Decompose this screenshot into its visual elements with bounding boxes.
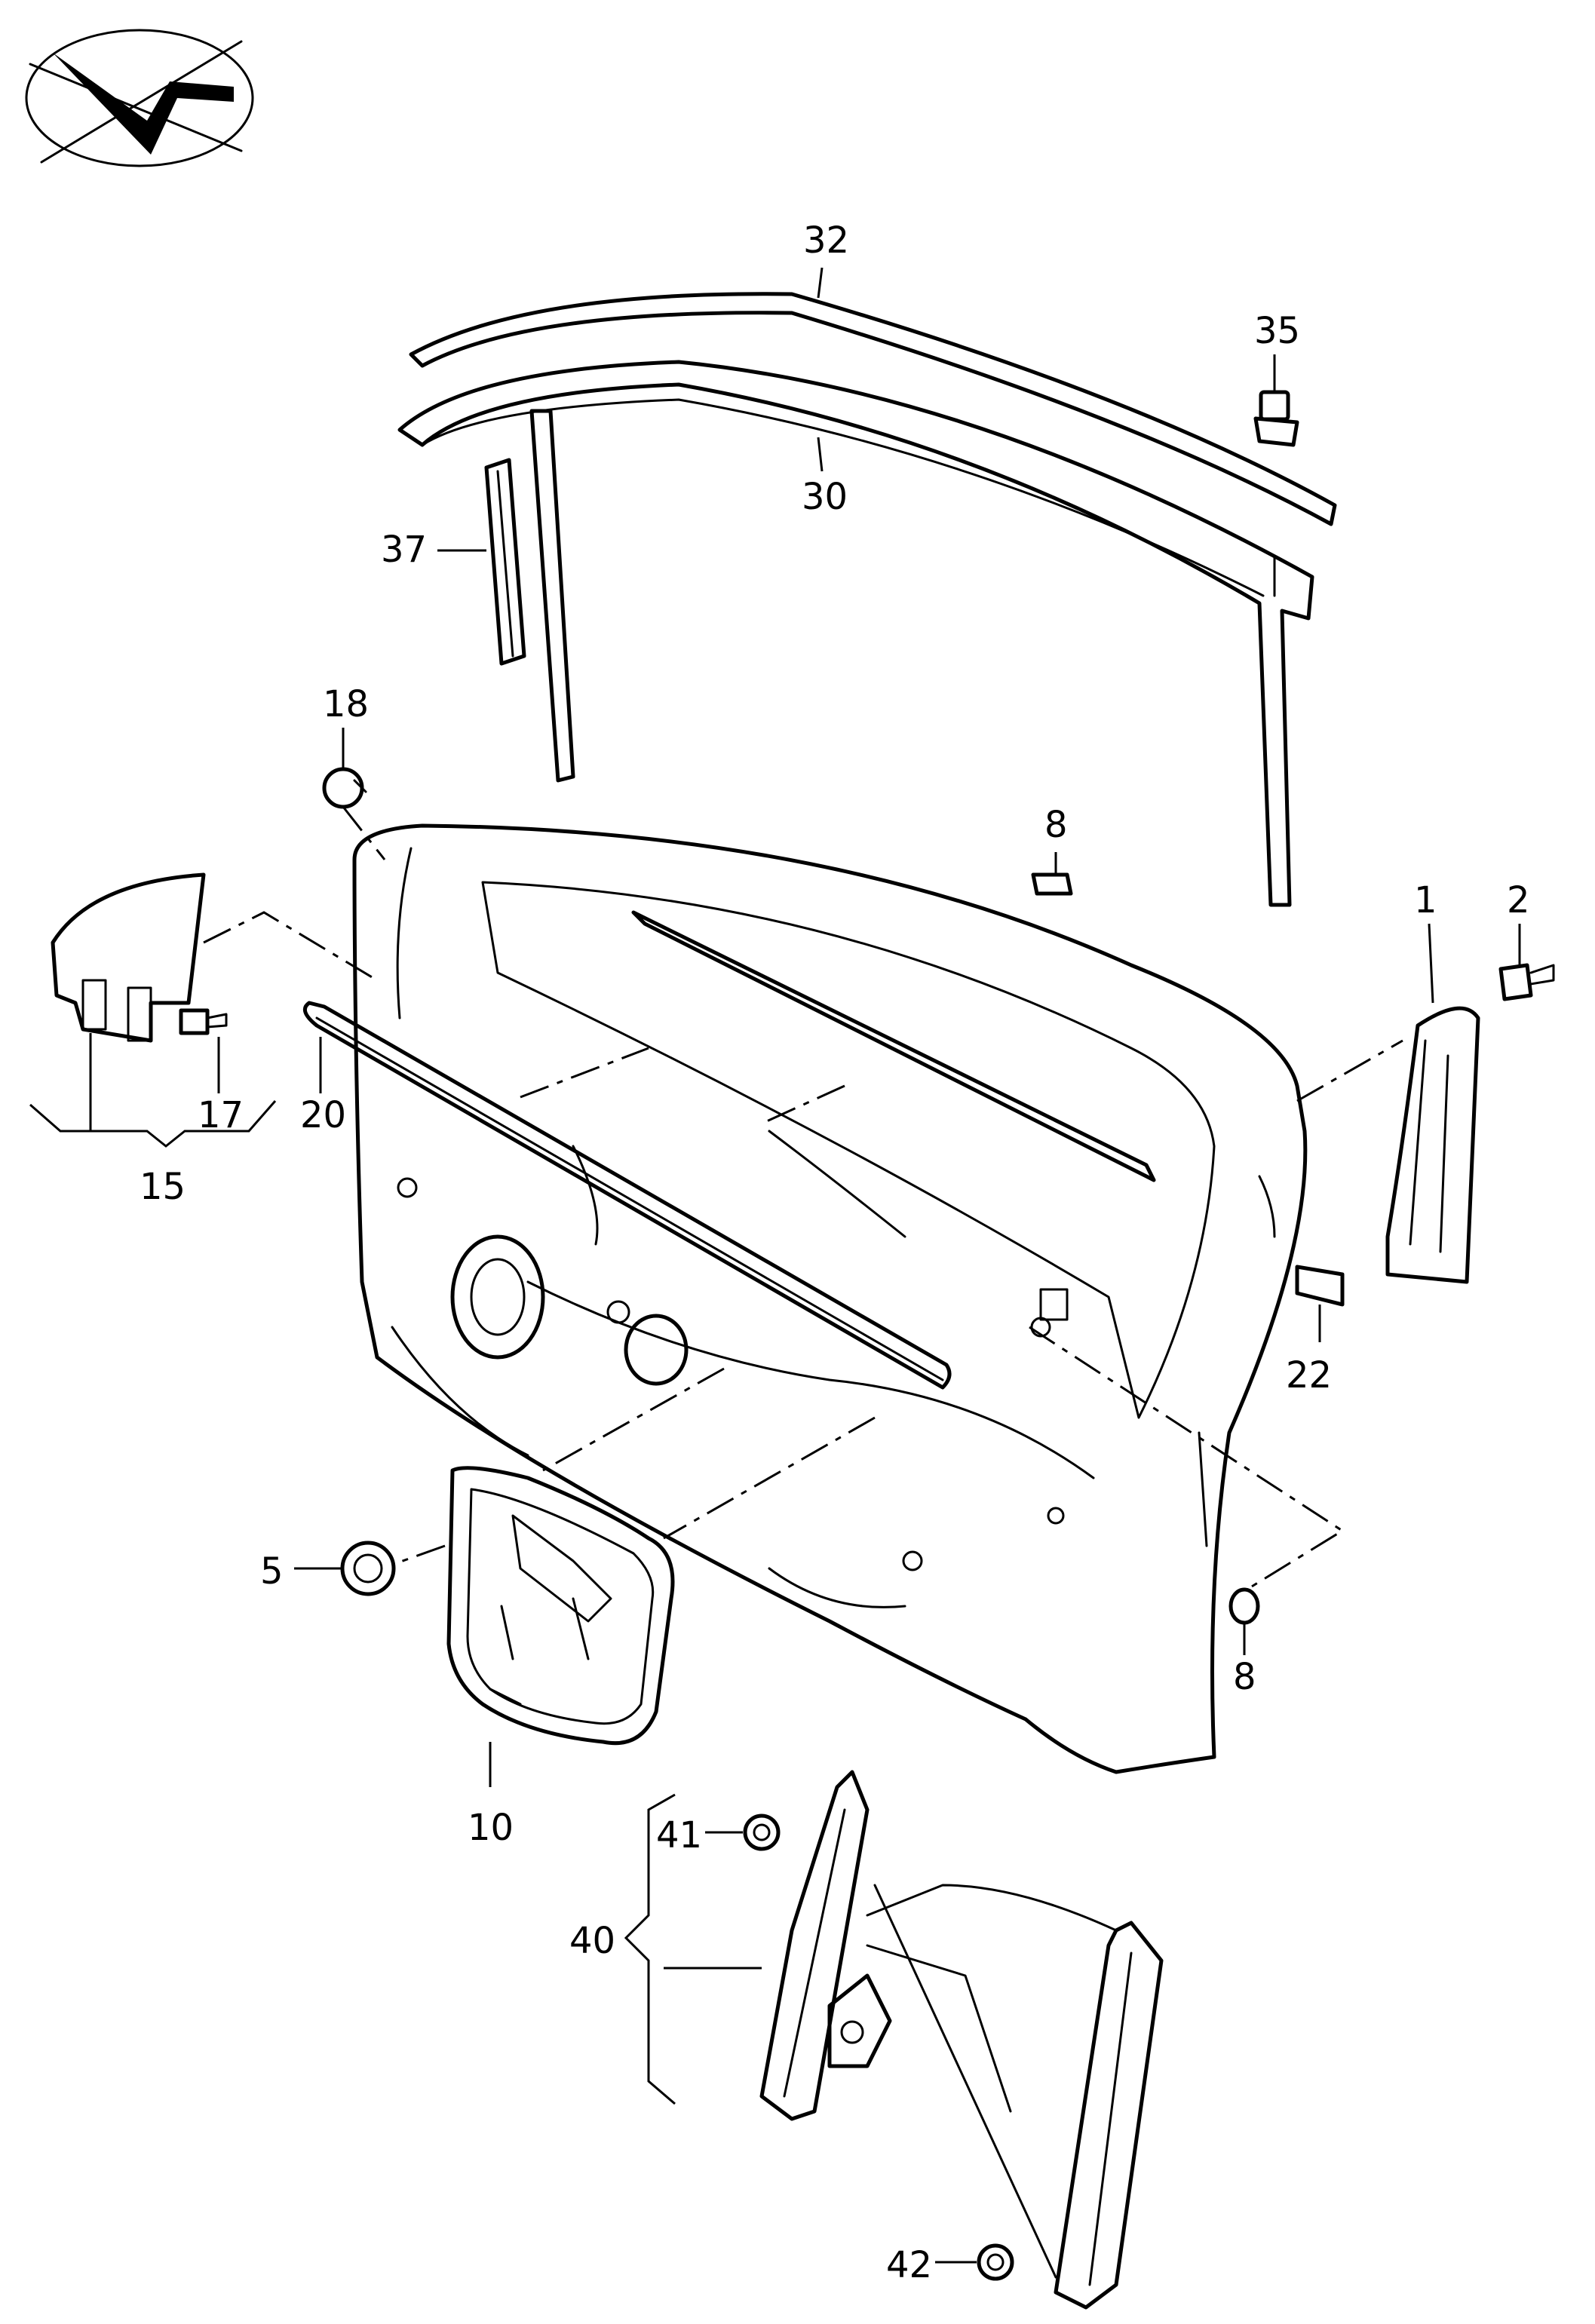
roof-trim-32 <box>409 292 1337 526</box>
callout-1: 1 <box>1414 879 1437 921</box>
vertical-seal-37 <box>484 458 526 666</box>
plug-8-bottom <box>1228 1587 1260 1625</box>
clip-35 <box>1253 390 1299 447</box>
callout-18: 18 <box>323 683 369 725</box>
screw-17 <box>179 1008 228 1035</box>
nut-42 <box>977 2243 1014 2281</box>
assembly-lines <box>203 806 1403 1593</box>
bracket-1 <box>1385 1006 1480 1284</box>
callout-15: 15 <box>140 1166 186 1208</box>
callout-8-top: 8 <box>1044 804 1068 846</box>
pad-22 <box>1295 1265 1345 1307</box>
callout-42: 42 <box>886 2244 932 2286</box>
callout-20: 20 <box>300 1094 346 1136</box>
callout-40: 40 <box>569 1920 615 1962</box>
callout-17: 17 <box>198 1094 244 1136</box>
callout-8-bottom: 8 <box>1233 1656 1256 1698</box>
callout-37: 37 <box>381 529 427 571</box>
clip-18 <box>322 767 367 809</box>
window-regulator-40 <box>759 1770 1164 2310</box>
callout-22: 22 <box>1286 1354 1332 1397</box>
mirror-bracket-15 <box>51 872 206 1043</box>
callout-35: 35 <box>1254 310 1300 352</box>
belt-moulding-20 <box>302 910 1156 1390</box>
label-8-top <box>1031 872 1073 896</box>
leader-lines <box>29 267 1521 2264</box>
callout-32: 32 <box>803 219 849 262</box>
callout-41: 41 <box>656 1814 702 1856</box>
plug-5 <box>340 1541 396 1596</box>
door-shell <box>352 823 1308 1774</box>
cover-panel-10 <box>446 1466 675 1746</box>
bolt-2 <box>1498 963 1555 1001</box>
callout-numbers: 32 35 30 37 18 8 1 2 20 17 15 22 5 8 10 … <box>140 219 1530 2286</box>
callout-30: 30 <box>802 476 848 518</box>
callout-5: 5 <box>260 1550 284 1593</box>
window-frame-seal-30 <box>397 360 1314 907</box>
callout-2: 2 <box>1507 879 1530 921</box>
parts-catalog-logo <box>25 29 254 167</box>
nut-41 <box>743 1814 781 1851</box>
callout-10: 10 <box>468 1807 514 1849</box>
